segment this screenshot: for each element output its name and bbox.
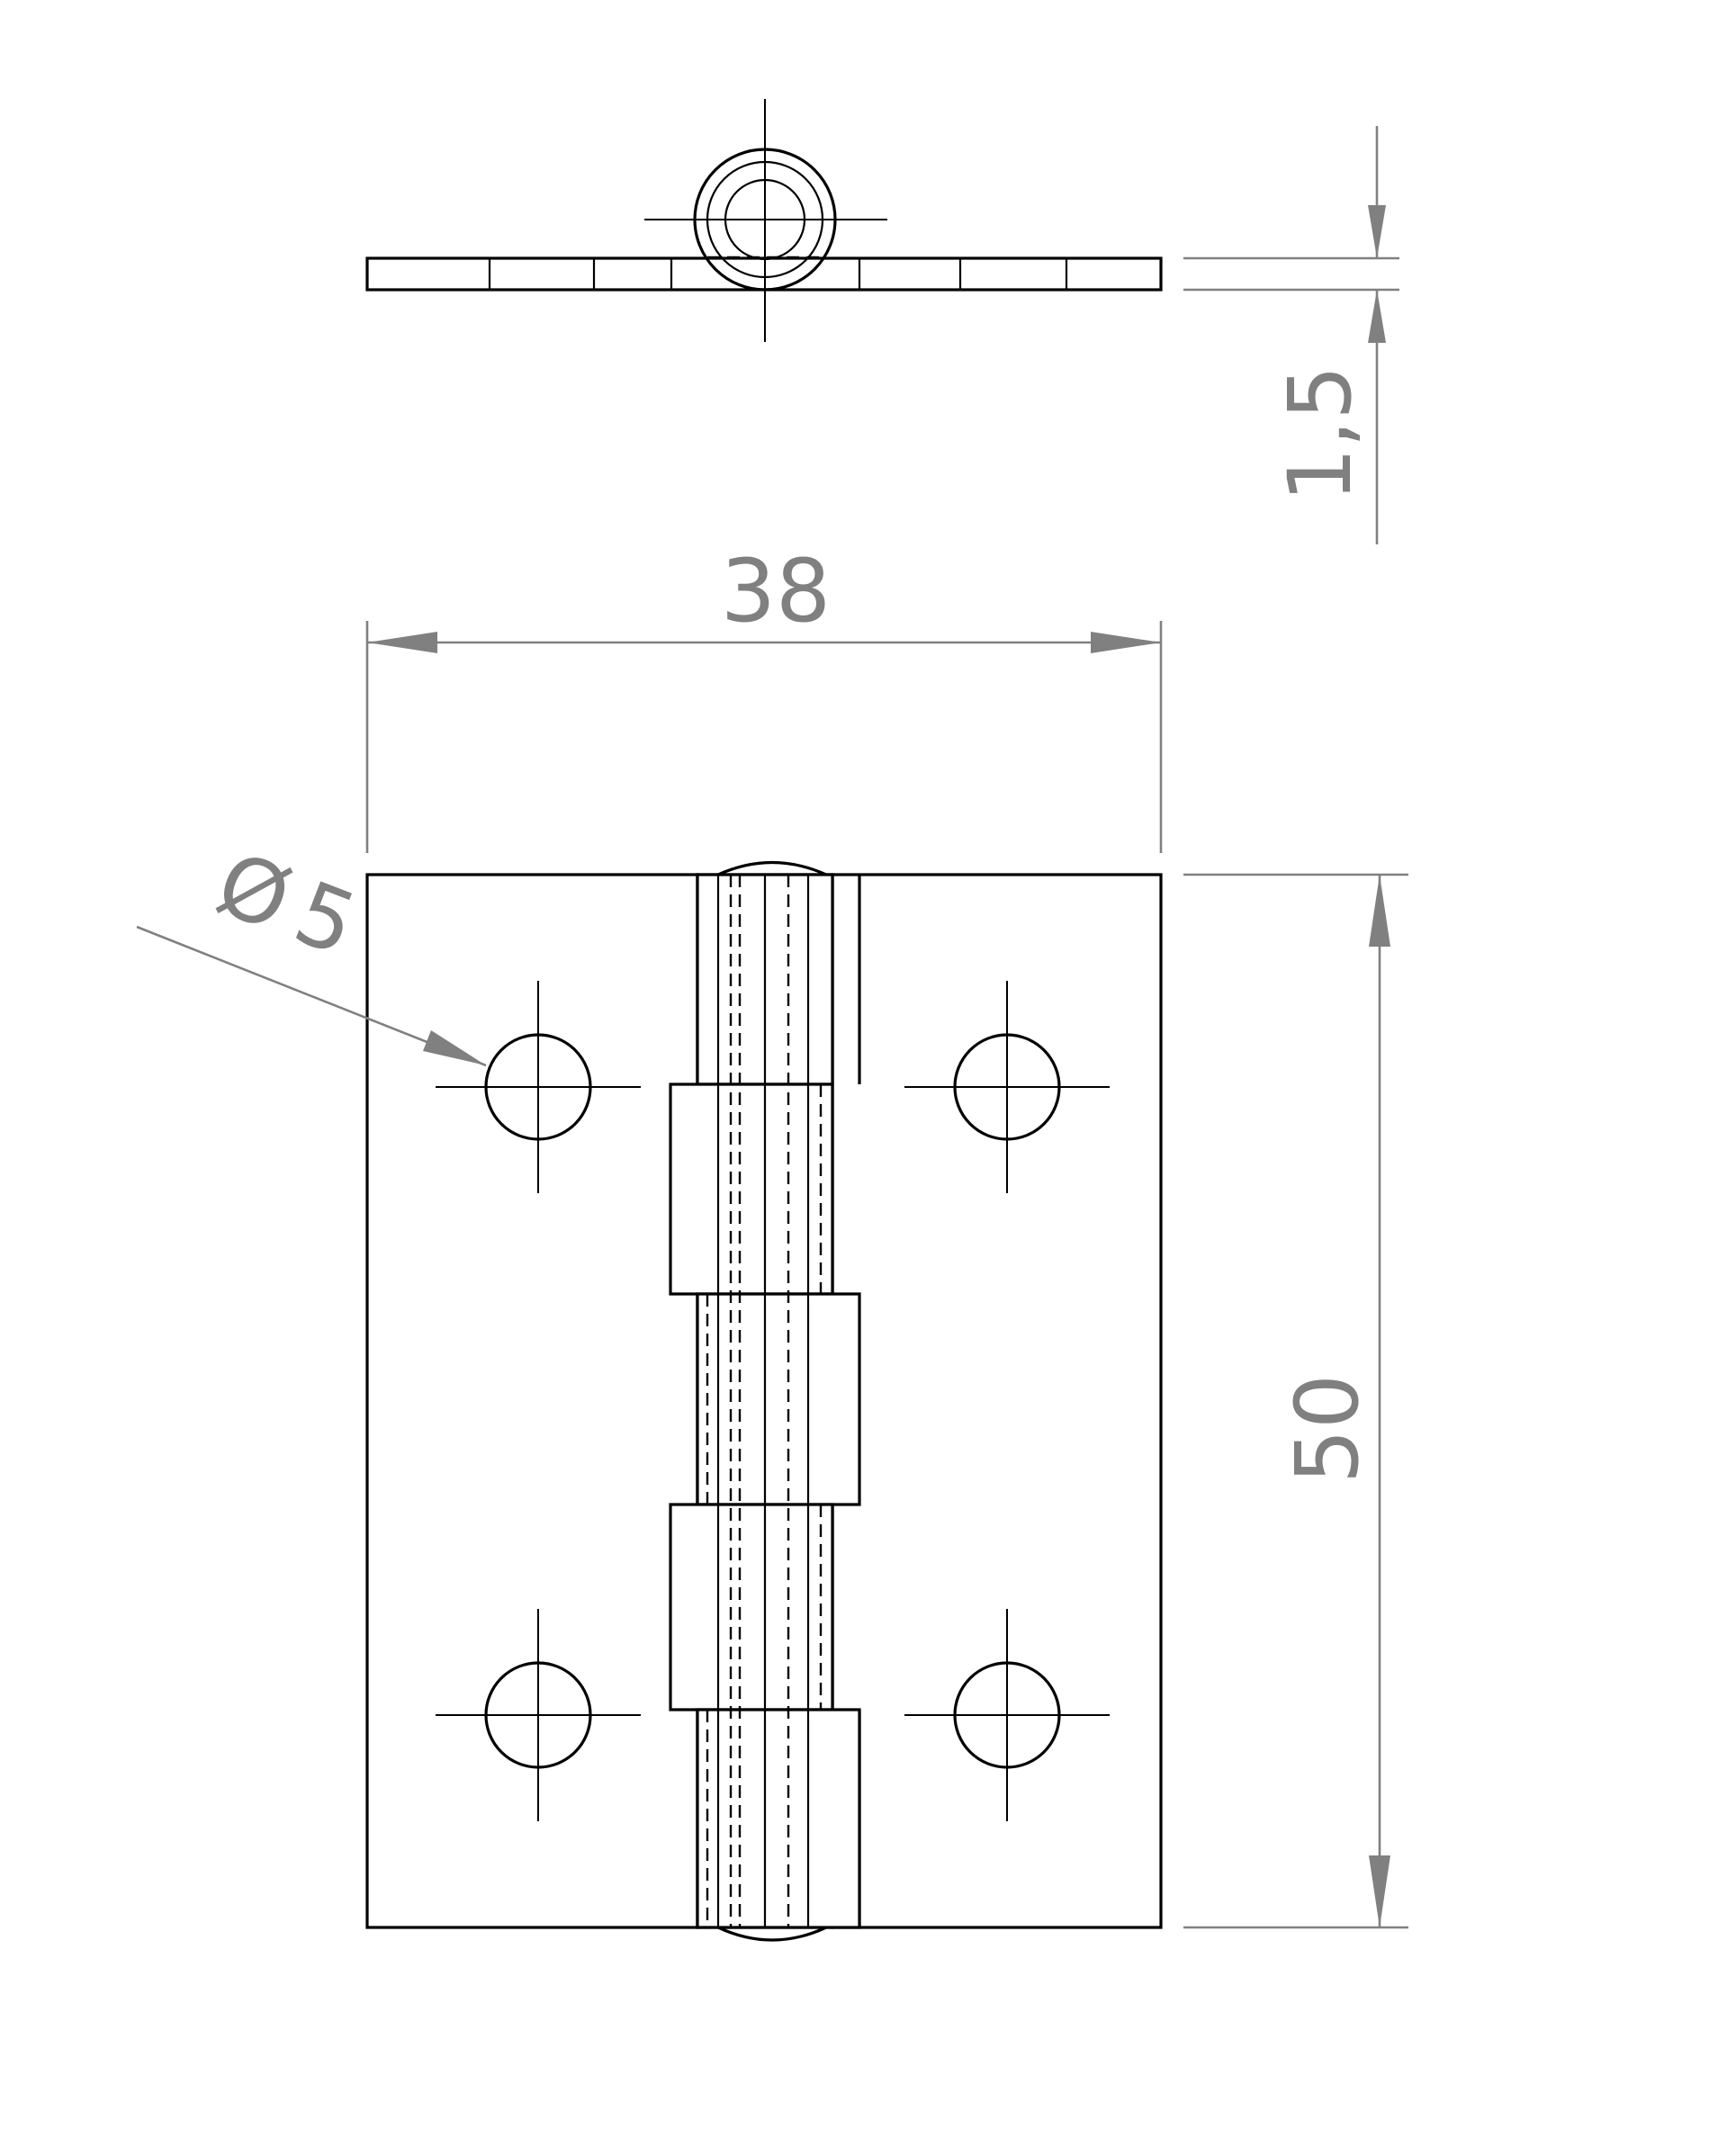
knuckle-barrel	[669, 873, 861, 1929]
hole-diameter-label: 5	[282, 862, 369, 975]
thickness-dimension: 1,5	[1183, 126, 1399, 544]
top-view-centerlines	[644, 99, 887, 342]
width-dimension: 38	[365, 541, 1163, 853]
diameter-symbol: Ø	[203, 832, 303, 951]
hole-bottom-right	[904, 1609, 1110, 1821]
knuckle-segment-5	[696, 1708, 861, 1929]
height-label: 50	[1277, 1374, 1378, 1484]
hole-bottom-left	[436, 1609, 641, 1821]
right-leaf-outline	[831, 873, 1163, 1929]
height-dimension: 50	[1183, 873, 1408, 1929]
top-view	[365, 99, 1163, 342]
hole-top-left	[436, 981, 641, 1193]
thickness-label: 1,5	[1270, 365, 1371, 503]
hole-diameter-callout: Ø 5	[136, 832, 487, 1067]
knuckle-segment-3	[696, 1292, 861, 1506]
knuckle-top-cap	[717, 860, 827, 876]
hole-top-right	[904, 981, 1110, 1193]
width-label: 38	[721, 541, 831, 642]
front-view	[365, 860, 1163, 1942]
knuckle-bottom-cap	[717, 1926, 827, 1942]
left-leaf-outline	[365, 873, 699, 1929]
